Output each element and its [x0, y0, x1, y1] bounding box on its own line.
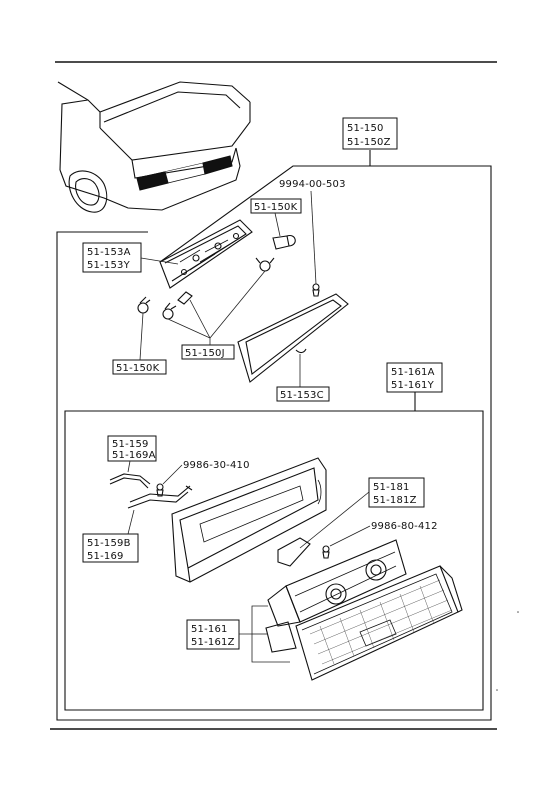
inner-bracket: [64, 392, 484, 711]
trim-strip-b: [127, 485, 193, 509]
svg-text:51-161A: 51-161A: [391, 367, 435, 378]
svg-text:51-161Y: 51-161Y: [391, 380, 435, 391]
assembly-bracket: [56, 150, 492, 721]
socket-plate: [159, 219, 253, 289]
screw-reflector-icon: [322, 545, 330, 559]
label-socket-plate: 51-153A 51-153Y: [82, 242, 142, 273]
bulb-wedge-icon: [272, 234, 296, 250]
lens-grid-texture: [309, 579, 453, 665]
svg-text:51-150J: 51-150J: [185, 348, 225, 359]
lens-back: [285, 539, 407, 623]
label-51-150: 51-150: [347, 123, 384, 134]
label-9994-00-503: 9994-00-503: [279, 179, 346, 190]
label-lens: 51-161 51-161Z: [186, 619, 240, 650]
label-reflector: 51-181 51-181Z: [368, 477, 425, 508]
svg-text:51-169: 51-169: [87, 551, 124, 562]
label-trim-b: 51-159B 51-169: [82, 533, 139, 563]
label-tail-lamp-assembly: 51-150 51-150Z: [342, 117, 398, 150]
svg-text:51-159: 51-159: [112, 439, 149, 450]
svg-text:51-150K: 51-150K: [116, 363, 160, 374]
svg-text:51-169A: 51-169A: [112, 450, 156, 461]
lens-front: [295, 565, 463, 681]
svg-text:51-159B: 51-159B: [87, 538, 131, 549]
car-rear-illustration: [57, 81, 251, 213]
side-reflector: [265, 585, 301, 653]
svg-text:51-153A: 51-153A: [87, 247, 131, 258]
label-9986-80-412: 9986-80-412: [371, 521, 438, 532]
lamp-housing: [171, 457, 327, 583]
svg-text:51-153Y: 51-153Y: [87, 260, 131, 271]
svg-text:51-181: 51-181: [373, 482, 410, 493]
svg-text:51-150K: 51-150K: [254, 202, 298, 213]
svg-text:51-153C: 51-153C: [280, 390, 324, 401]
label-bulb-large: 51-150K: [112, 359, 167, 375]
label-bulb-small: 51-150K: [250, 198, 302, 214]
svg-text:51-181Z: 51-181Z: [373, 495, 417, 506]
label-9986-30-410: 9986-30-410: [183, 460, 250, 471]
screw-top-icon: [312, 283, 320, 297]
label-trim-a: 51-159 51-169A: [107, 435, 157, 462]
gasket: [237, 293, 349, 383]
bulbs: [137, 257, 275, 320]
label-51-150Z: 51-150Z: [347, 137, 391, 148]
label-gasket: 51-153C: [276, 386, 330, 402]
trim-strip-a: [109, 473, 151, 489]
label-bulbs-group: 51-150J: [181, 344, 235, 360]
svg-text:51-161: 51-161: [191, 624, 228, 635]
svg-text:51-161Z: 51-161Z: [191, 637, 235, 648]
reflector-part: [277, 537, 311, 567]
label-housing-assembly: 51-161A 51-161Y: [386, 362, 443, 393]
